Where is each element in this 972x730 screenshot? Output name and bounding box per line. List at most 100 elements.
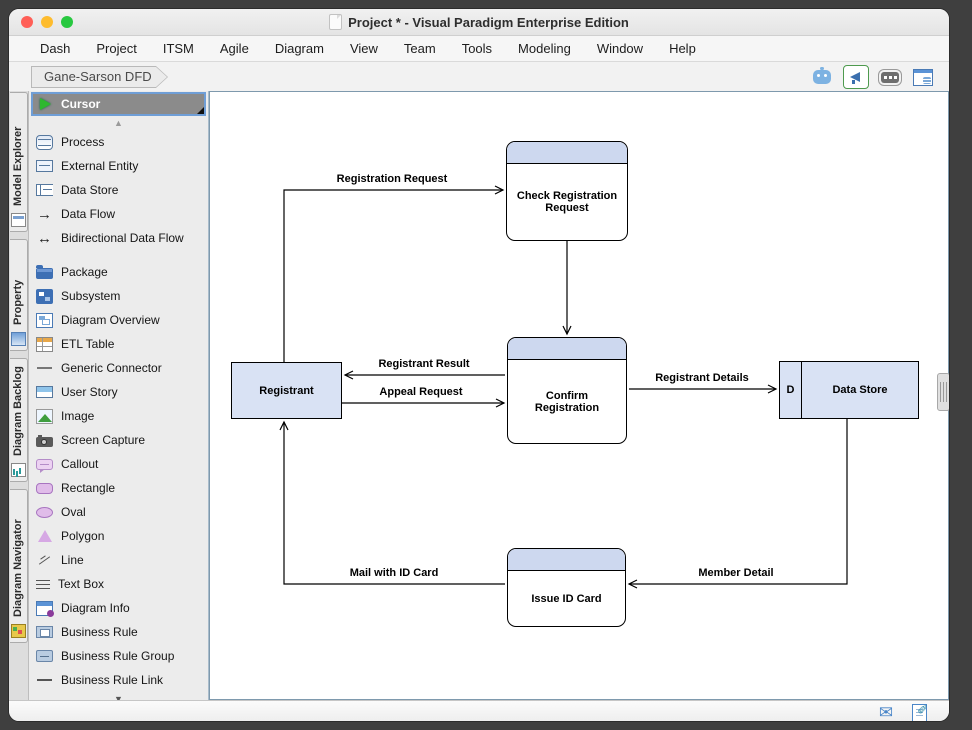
menu-item-project[interactable]: Project [96,41,137,56]
palette-item-process[interactable]: Process [29,130,208,154]
menu-item-modeling[interactable]: Modeling [518,41,571,56]
palette-item-etl-table[interactable]: ETL Table [29,332,208,356]
menu-item-team[interactable]: Team [403,41,436,56]
palette-item-generic-connector[interactable]: Generic Connector [29,356,208,380]
sidebar-tab-label: Property [12,279,24,325]
palette-item-cursor[interactable]: Cursor [31,92,206,116]
palette-item-oval[interactable]: Oval [29,500,208,524]
palette-item-image[interactable]: Image [29,404,208,428]
sidebar-tab-diagram-backlog[interactable]: Diagram Backlog [9,358,28,482]
palette-item-text-box[interactable]: Text Box [29,572,208,596]
data-flow-icon [36,207,53,222]
compose-icon[interactable] [912,704,927,721]
menu-item-dash[interactable]: Dash [40,41,71,56]
toolbar-button-panel-layers-icon[interactable] [911,66,935,88]
menu-item-help[interactable]: Help [669,41,696,56]
palette-item-screen-capture[interactable]: Screen Capture [29,428,208,452]
node-check-registration-request[interactable]: Check Registration Request [506,141,628,241]
process-header [508,549,625,571]
toolbar-button-bot-icon[interactable] [810,66,834,88]
flyout-corner-icon [197,107,204,114]
flow-label-registration-request[interactable]: Registration Request [336,173,448,185]
business-rule-group-icon [36,650,53,662]
flow-label-registrant-details[interactable]: Registrant Details [655,372,749,384]
text-box-icon [36,580,50,590]
node-confirm-registration[interactable]: Confirm Registration [507,337,627,444]
palette-item-package[interactable]: Package [29,260,208,284]
palette-item-callout[interactable]: Callout [29,452,208,476]
palette-item-user-story[interactable]: User Story [29,380,208,404]
palette-item-label: Business Rule Group [61,649,175,663]
polygon-icon [36,529,53,544]
flow-member-detail[interactable] [627,419,848,589]
palette-item-label: Oval [61,505,86,519]
menu-item-itsm[interactable]: ITSM [162,41,194,56]
toolbar-icons [810,65,935,89]
palette-item-data-flow[interactable]: Data Flow [29,202,208,226]
user-story-icon [36,386,53,398]
menu-item-tools[interactable]: Tools [461,41,493,56]
bidirectional-data-flow-icon [36,231,53,246]
rectangle-icon [36,482,53,494]
sidebar-tab-property[interactable]: Property [9,239,28,351]
palette-item-bidirectional-data-flow[interactable]: Bidirectional Data Flow [29,226,208,250]
palette-item-label: Business Rule [61,625,138,639]
panel-layers-icon [913,68,933,86]
callout-icon [36,458,53,473]
flow-label-appeal-request[interactable]: Appeal Request [379,386,463,398]
palette-scroll-down[interactable]: ▼ [114,694,123,700]
flow-label-member-detail[interactable]: Member Detail [698,567,774,579]
palette-item-rectangle[interactable]: Rectangle [29,476,208,500]
node-issue-id-card[interactable]: Issue ID Card [507,548,626,627]
etl-table-icon [36,336,53,352]
node-label: Check Registration Request [516,190,618,214]
package-icon [36,264,53,279]
flow-label-mail-with-id-card[interactable]: Mail with ID Card [349,567,439,579]
generic-connector-icon [36,361,53,376]
palette-item-label: Polygon [61,529,105,543]
close-window-button[interactable] [21,16,33,28]
sidebar-tab-model-explorer[interactable]: Model Explorer [9,92,28,232]
palette-item-diagram-overview[interactable]: Diagram Overview [29,308,208,332]
process-header [507,142,627,164]
palette-item-polygon[interactable]: Polygon [29,524,208,548]
image-icon [36,408,53,424]
cursor-icon [38,97,53,112]
traffic-lights [21,16,73,28]
palette-item-diagram-info[interactable]: Diagram Info [29,596,208,620]
oval-icon [36,506,53,518]
flow-label-registrant-result[interactable]: Registrant Result [378,358,470,370]
toolbar-button-selection-frame-icon[interactable] [878,66,902,88]
palette-item-line[interactable]: Line [29,548,208,572]
palette-item-subsystem[interactable]: Subsystem [29,284,208,308]
palette-item-label: Diagram Info [61,601,130,615]
flow-mail-with-id-card[interactable] [279,420,505,585]
palette-item-external-entity[interactable]: External Entity [29,154,208,178]
menu-item-window[interactable]: Window [596,41,644,56]
palette-scroll-up[interactable]: ▲ [114,118,123,128]
business-rule-icon [36,626,53,638]
palette-item-business-rule-group[interactable]: Business Rule Group [29,644,208,668]
flow-registration-request[interactable] [283,185,505,362]
toolbar-button-announcement-icon[interactable] [843,65,869,89]
panel-collapse-grip[interactable] [937,373,949,411]
mail-icon[interactable] [876,704,896,721]
palette-item-label: Screen Capture [61,433,146,447]
diagram-info-icon [36,600,54,617]
palette-item-data-store[interactable]: Data Store [29,178,208,202]
minimize-window-button[interactable] [41,16,53,28]
data-store-icon [36,184,53,196]
menu-item-diagram[interactable]: Diagram [274,41,324,56]
menu-item-agile[interactable]: Agile [219,41,249,56]
palette-item-business-rule[interactable]: Business Rule [29,620,208,644]
node-label: Registrant [259,384,314,397]
menu-item-view[interactable]: View [349,41,378,56]
palette-item-business-rule-link[interactable]: Business Rule Link [29,668,208,692]
sidebar-tab-diagram-navigator[interactable]: Diagram Navigator [9,489,28,643]
node-registrant[interactable]: Registrant [231,362,342,419]
zoom-window-button[interactable] [61,16,73,28]
diagram-backlog-icon [10,463,26,477]
breadcrumb[interactable]: Gane-Sarson DFD [31,65,168,88]
